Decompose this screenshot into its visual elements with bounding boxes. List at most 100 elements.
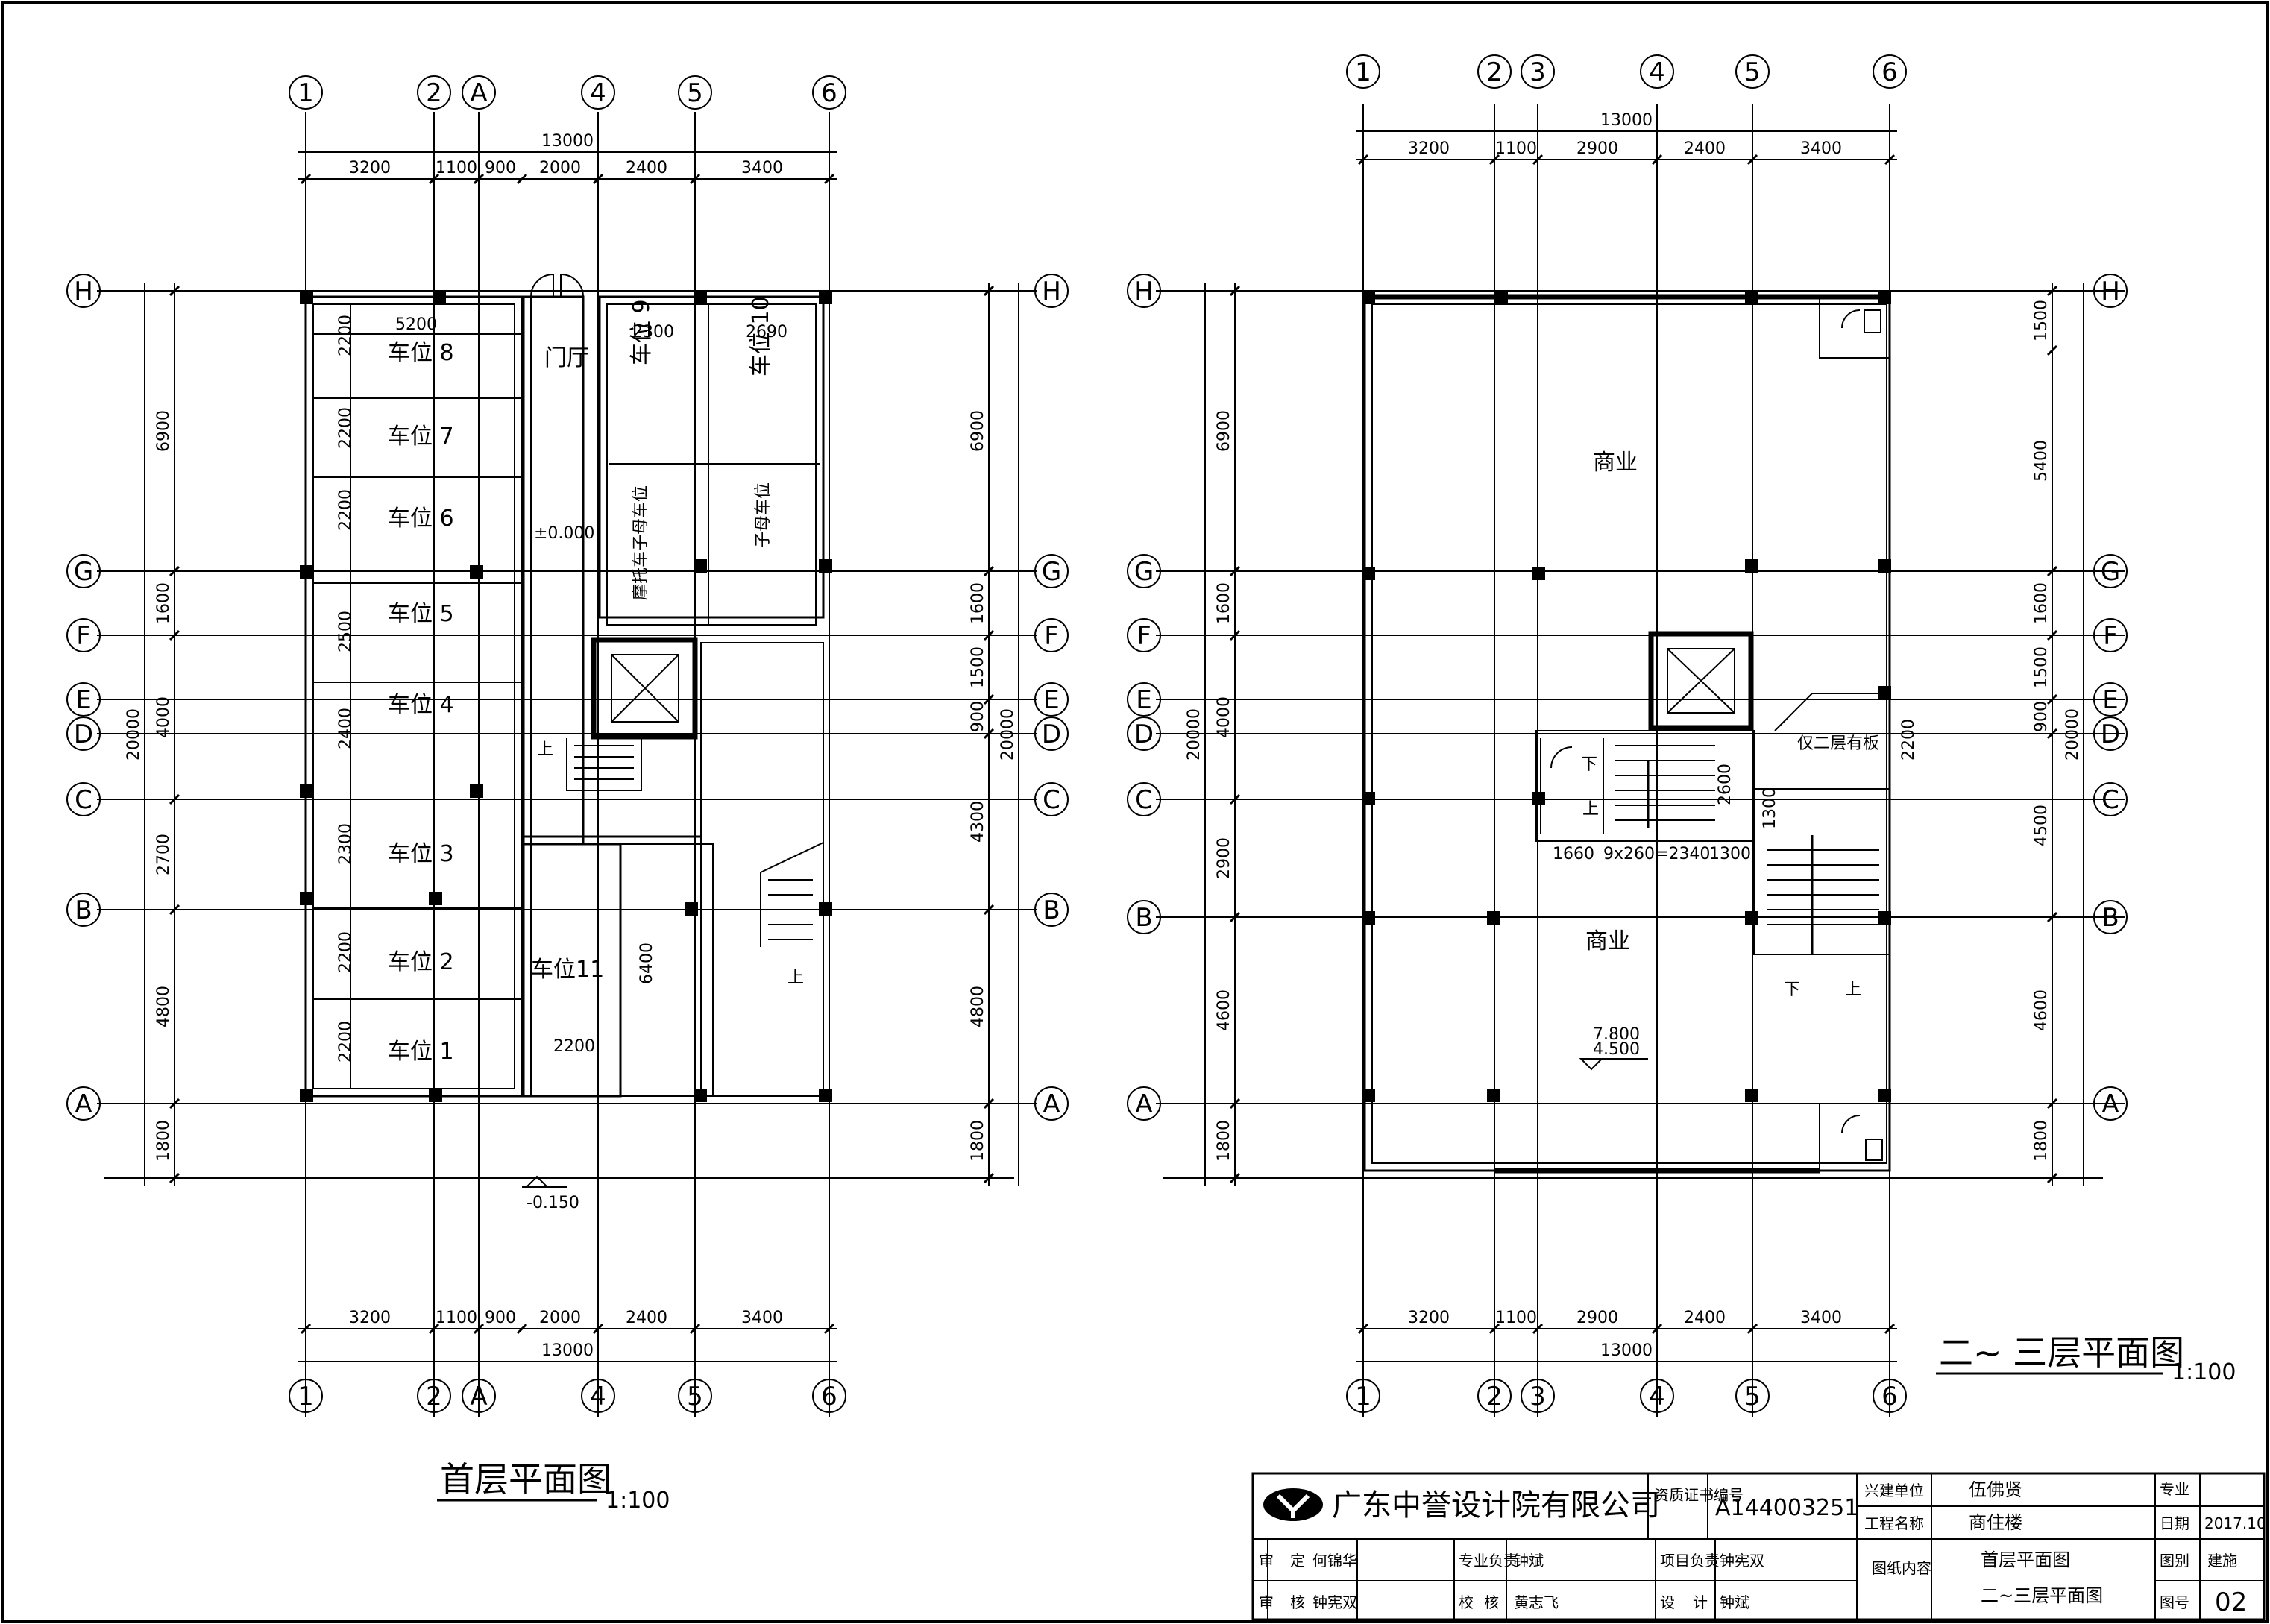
axis-label: A bbox=[2101, 1089, 2119, 1119]
stall-9-width: 2300 bbox=[632, 323, 674, 342]
segment-dimension: 900 bbox=[485, 1309, 516, 1327]
phase-value: 建施 bbox=[2207, 1552, 2237, 1570]
axis-bubble-col: 2 bbox=[1477, 54, 1512, 89]
stair-dim-treads: 9x260=2340 bbox=[1603, 845, 1710, 863]
axis-bubble-row: B bbox=[1034, 893, 1069, 927]
discipline-lead-label: 专业负责 bbox=[1459, 1552, 1518, 1570]
segment-dimension: 1600 bbox=[969, 582, 987, 624]
second-floor-slab-note: 仅二层有板 bbox=[1797, 734, 1879, 753]
project-lead-label: 项目负责 bbox=[1660, 1552, 1720, 1570]
axis-label: E bbox=[1136, 685, 1151, 715]
segment-dimension: 900 bbox=[2032, 701, 2051, 732]
axis-label: 6 bbox=[1881, 1382, 1898, 1411]
axis-label: 5 bbox=[1744, 1382, 1761, 1411]
date-value: 2017.10 bbox=[2204, 1514, 2266, 1532]
segment-dimension: 1600 bbox=[154, 582, 173, 624]
mother-child-stall-label: 子母车位 bbox=[754, 482, 773, 548]
axis-label: C bbox=[1043, 785, 1060, 815]
axis-label: 2 bbox=[426, 78, 442, 108]
axis-bubble-row: A bbox=[66, 1086, 101, 1121]
axis-bubble-col: 2 bbox=[1477, 1379, 1512, 1413]
axis-bubble-col: 4 bbox=[1640, 1379, 1674, 1413]
axis-label: 1 bbox=[1355, 1382, 1371, 1411]
axis-label: A bbox=[75, 1089, 92, 1119]
drawing-no-label: 图号 bbox=[2160, 1593, 2189, 1611]
axis-label: 1 bbox=[1355, 57, 1371, 87]
axis-label: A bbox=[1135, 1089, 1152, 1119]
segment-dimension: 1800 bbox=[2032, 1120, 2051, 1162]
drawing-content-1: 首层平面图 bbox=[1981, 1549, 2070, 1570]
axis-label: C bbox=[1135, 785, 1153, 815]
segment-dimension: 3200 bbox=[349, 1309, 391, 1327]
axis-bubble-row: C bbox=[2093, 782, 2128, 816]
review-label: 审 bbox=[1259, 1593, 1274, 1611]
axis-bubble-col: 5 bbox=[678, 75, 712, 110]
moto-stall-label: 摩托车子母车位 bbox=[632, 485, 650, 600]
project-label: 工程名称 bbox=[1864, 1514, 1924, 1532]
segment-dimension: 2700 bbox=[154, 834, 173, 875]
axis-label: B bbox=[1043, 896, 1060, 925]
segment-dimension: 3400 bbox=[1800, 1309, 1842, 1327]
axis-bubble-col: 2 bbox=[417, 75, 451, 110]
stall-depth: 2200 bbox=[336, 1021, 355, 1063]
segment-dimension: 900 bbox=[485, 159, 516, 177]
ground-plan-scale: 1:100 bbox=[606, 1488, 670, 1514]
stall-3-label: 车位 3 bbox=[388, 841, 454, 867]
cert-number: A144003251 bbox=[1715, 1495, 1858, 1521]
axis-bubble-row: F bbox=[1034, 618, 1069, 652]
axis-bubble-row: D bbox=[66, 717, 101, 751]
axis-label: E bbox=[1043, 685, 1059, 715]
stall-depth: 2300 bbox=[336, 823, 355, 865]
segment-dimension: 4800 bbox=[969, 986, 987, 1027]
axis-bubble-row: E bbox=[2093, 682, 2128, 717]
ground-plan-title: 首层平面图 bbox=[440, 1459, 611, 1499]
axis-bubble-row: H bbox=[2093, 274, 2128, 308]
segment-dimension: 4300 bbox=[969, 801, 987, 843]
segment-dimension: 4000 bbox=[1215, 696, 1233, 738]
axis-bubble-row: H bbox=[1127, 274, 1161, 308]
axis-bubble-row: E bbox=[1034, 682, 1069, 717]
design-label-2: 计 bbox=[1693, 1593, 1708, 1611]
reviewer-name: 钟宪双 bbox=[1312, 1593, 1357, 1611]
stall-1-label: 车位 1 bbox=[388, 1039, 454, 1065]
dim-6400: 6400 bbox=[638, 942, 656, 984]
ground-walls bbox=[304, 273, 825, 1098]
axis-label: G bbox=[74, 557, 93, 587]
axis-bubble-col: 4 bbox=[581, 1379, 615, 1413]
axis-bubble-row: D bbox=[1034, 717, 1069, 751]
axis-bubble-row: G bbox=[66, 554, 101, 588]
floor-level: ±0.000 bbox=[534, 524, 594, 543]
axis-label: 4 bbox=[590, 78, 606, 108]
stall-10-label: 车位 10 bbox=[748, 296, 774, 377]
axis-label: E bbox=[2102, 685, 2118, 715]
stall-6-label: 车位 6 bbox=[388, 506, 454, 532]
axis-label: 1 bbox=[298, 78, 314, 108]
drawing-content-2: 二~三层平面图 bbox=[1981, 1585, 2103, 1606]
axis-label: B bbox=[1135, 903, 1152, 933]
review-label-2: 核 bbox=[1290, 1593, 1305, 1611]
stall-11-label: 车位11 bbox=[531, 957, 604, 983]
segment-dimension: 2900 bbox=[1576, 1309, 1618, 1327]
axis-bubble-col: A bbox=[462, 75, 496, 110]
axis-bubble-row: B bbox=[1127, 900, 1161, 934]
axis-label: 4 bbox=[590, 1382, 606, 1411]
axis-bubble-col: 3 bbox=[1521, 1379, 1555, 1413]
total-dimension: 20000 bbox=[125, 708, 143, 761]
stall-4-label: 车位 4 bbox=[388, 692, 454, 718]
stall-depth: 2200 bbox=[336, 489, 355, 531]
stall-5-label: 车位 5 bbox=[388, 601, 454, 627]
axis-bubble-col: 1 bbox=[1346, 54, 1380, 89]
axis-bubble-row: B bbox=[66, 893, 101, 927]
segment-dimension: 1500 bbox=[2032, 300, 2051, 342]
axis-label: F bbox=[1136, 621, 1151, 651]
stall-7-label: 车位 7 bbox=[388, 424, 454, 450]
stall-2-label: 车位 2 bbox=[388, 949, 454, 975]
stair-up-label: 上 bbox=[787, 969, 804, 987]
client-name: 伍佛贤 bbox=[1969, 1479, 2022, 1500]
shop-upper-label: 商业 bbox=[1593, 450, 1638, 476]
axis-bubble-row: E bbox=[66, 682, 101, 717]
